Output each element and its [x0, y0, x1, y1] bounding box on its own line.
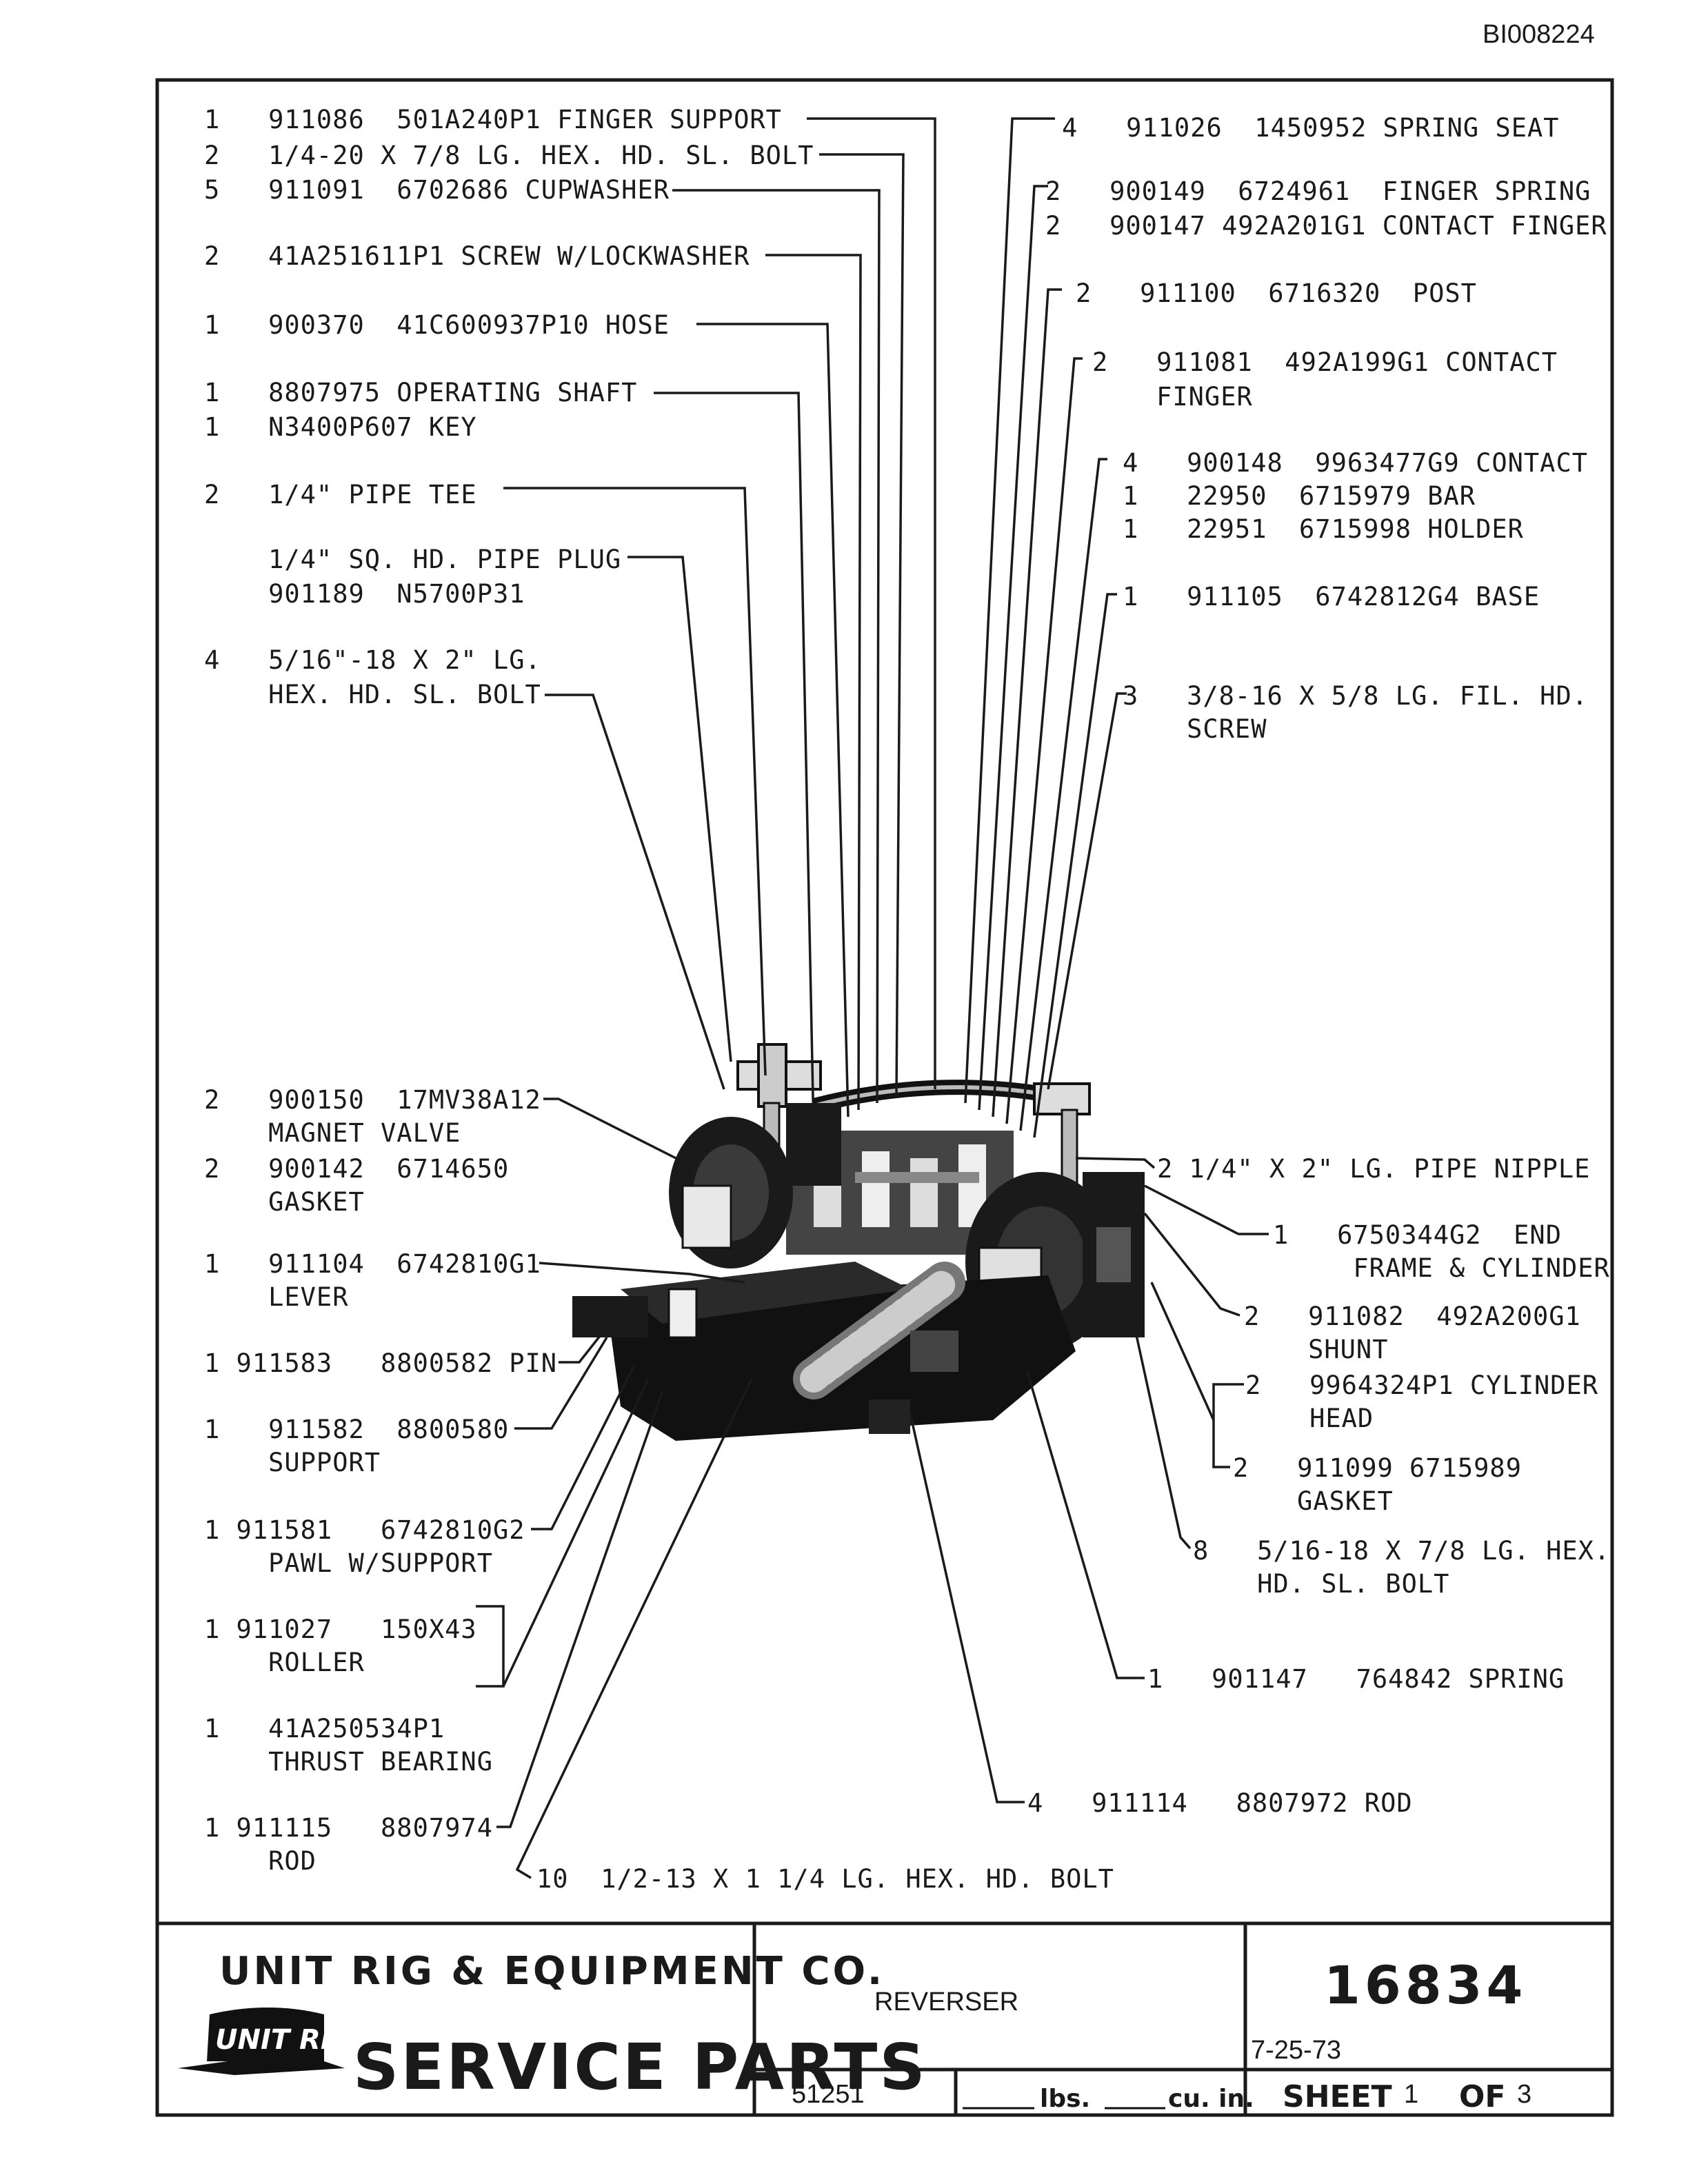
logo-text: UNIT RIG [215, 2024, 354, 2056]
callout-spring-seat: 4 911026 1450952 SPRING SEAT [1062, 113, 1560, 143]
title-block: UNIT RIG & EQUIPMENT CO. UNIT RIG SERVIC… [178, 1923, 1612, 2115]
callout-hose: 1 900370 41C600937P10 HOSE [204, 310, 670, 340]
unit-rig-logo: UNIT RIG [178, 2008, 354, 2075]
cu-in-label: cu. in. [1168, 2085, 1254, 2113]
document-id: BI008224 [1483, 20, 1595, 49]
callout-rod-1: 1 911115 8807974 ROD [0, 0, 605, 1876]
callout-cupwasher: 5 911091 6702686 CUPWASHER [204, 175, 670, 205]
callout-cylinder-head: 2 9964324P1 CYLINDER HEAD [1245, 1371, 1598, 1433]
callout-base: 1 911105 6742812G4 BASE [1123, 582, 1540, 611]
parts-callouts: 1 911086 501A240P1 FINGER SUPPORT 2 1/4-… [0, 0, 1688, 1894]
of-label: OF [1459, 2079, 1505, 2114]
callout-pipe-nipple: 2 1/4" X 2" LG. PIPE NIPPLE [1157, 1154, 1590, 1184]
callout-fil-hd-screw: 3 3/8-16 X 5/8 LG. FIL. HD. SCREW [0, 0, 1688, 744]
callout-shunt: 2 911082 492A200G1 SHUNT [1244, 1302, 1580, 1364]
callout-hex-bolt-5-16: 4 5/16"-18 X 2" LG. HEX. HD. SL. BOLT [0, 0, 654, 709]
drawing-date: 7-25-73 [1251, 2036, 1341, 2065]
callout-spring: 1 901147 764842 SPRING [1147, 1664, 1565, 1694]
reverser-assembly-illustration [572, 1043, 1145, 1441]
spring-graphic [793, 1262, 965, 1399]
callout-pawl-support: 1 911581 6742810G2 PAWL W/SUPPORT [0, 0, 637, 1578]
drawing-border [155, 78, 1614, 2117]
callout-hex-bolt-5-16-7-8: 8 5/16-18 X 7/8 LG. HEX. HD. SL. BOLT [1193, 1536, 1609, 1599]
sheet-number: 1 [1404, 2080, 1418, 2109]
callout-support: 1 911582 8800580 SUPPORT [0, 0, 621, 1477]
callout-screw-lockwasher: 2 41A251611P1 SCREW W/LOCKWASHER [204, 241, 750, 271]
service-parts-heading: SERVICE PARTS [353, 2030, 927, 2104]
leader-lines [476, 117, 1269, 1879]
callout-magnet-valve-gasket: 2 900150 17MV38A12 MAGNET VALVE 2 900142… [0, 0, 654, 1217]
callout-finger-spring-contact-finger: 2 900149 6724961 FINGER SPRING 2 900147 … [0, 0, 1688, 241]
lever-graphic [572, 1296, 648, 1337]
sheet-total: 3 [1517, 2080, 1531, 2109]
callout-thrust-bearing: 1 41A250534P1 THRUST BEARING [0, 0, 573, 1777]
callout-roller: 1 911027 150X43 ROLLER [0, 0, 590, 1677]
callout-end-frame-cylinder: 1 6750344G2 END FRAME & CYLINDER [1273, 1220, 1609, 1283]
callout-pipe-plug: 1/4" SQ. HD. PIPE PLUG 901189 N5700P31 [0, 0, 734, 609]
callout-finger-support: 1 911086 501A240P1 FINGER SUPPORT [204, 105, 782, 134]
callout-operating-shaft-key: 1 8807975 OPERATING SHAFT 1 N3400P607 KE… [0, 0, 750, 442]
callout-pin: 1 911583 8800582 PIN [204, 1348, 557, 1378]
callout-hex-bolt-1-4: 2 1/4-20 X 7/8 LG. HEX. HD. SL. BOLT [204, 141, 814, 170]
drawing-title: REVERSER [874, 1988, 1018, 2016]
callout-hex-bolt-1-2: 10 1/2-13 X 1 1/4 LG. HEX. HD. BOLT [536, 1864, 1114, 1894]
drawing-number: 16834 [1324, 1954, 1527, 2016]
callout-contact-bar-holder: 4 900148 9963477G9 CONTACT 1 22950 67159… [0, 0, 1688, 544]
weight-code: 51251 [792, 2080, 865, 2109]
callout-gasket-2: 2 911099 6715989 GASKET [1233, 1453, 1521, 1516]
callout-lever: 1 911104 6742810G1 LEVER [0, 0, 654, 1312]
company-name: UNIT RIG & EQUIPMENT CO. [219, 1949, 885, 1994]
callout-contact-finger-2: 2 911081 492A199G1 CONTACT FINGER [0, 0, 1670, 412]
lbs-label: lbs. [1040, 2085, 1090, 2113]
sheet-label: SHEET [1283, 2079, 1392, 2114]
callout-pipe-tee: 2 1/4" PIPE TEE [204, 480, 477, 509]
callout-rod-2: 4 911114 8807972 ROD [1027, 1788, 1413, 1818]
callout-post: 2 911100 6716320 POST [1076, 279, 1477, 308]
